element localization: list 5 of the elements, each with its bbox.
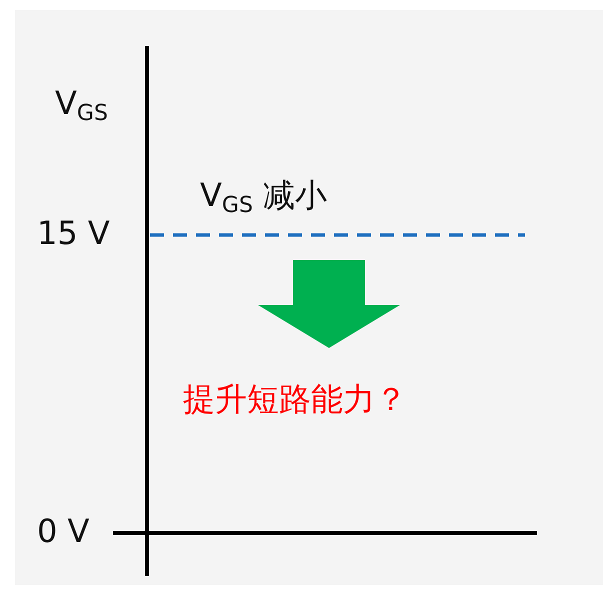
tick-label: 15 V (37, 214, 110, 252)
tick-label: 0 V (37, 512, 90, 550)
note-text: 提升短路能力？ (183, 380, 407, 418)
line-label: V$_{GS}$ 减小 (200, 176, 328, 220)
axis-label: V$_{GS}$ (55, 84, 108, 128)
